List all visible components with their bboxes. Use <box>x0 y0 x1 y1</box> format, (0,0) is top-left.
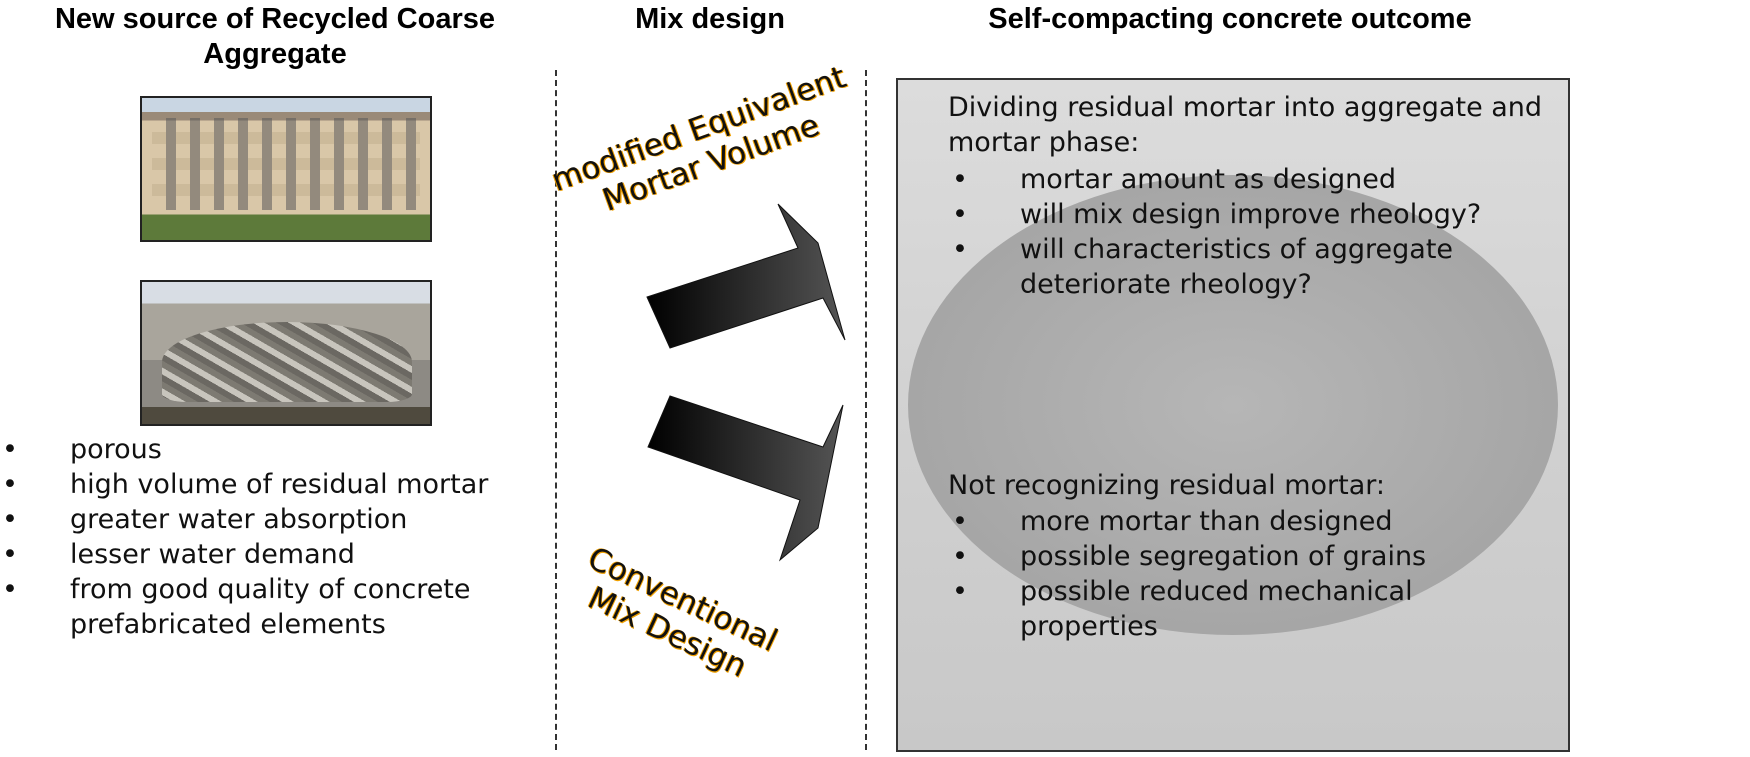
lower-heading: Not recognizing residual mortar: <box>948 470 1385 501</box>
list-item: possible reduced mechanical properties <box>950 574 1510 644</box>
left-bullet-list: porous high volume of residual mortar gr… <box>0 432 560 642</box>
apartment-building-photo <box>140 96 432 242</box>
upper-heading: Dividing residual mortar into aggregate … <box>948 92 1543 158</box>
lower-bullet-list: more mortar than designed possible segre… <box>950 504 1510 644</box>
divider-right <box>865 70 867 750</box>
list-item: lesser water demand <box>0 537 560 572</box>
list-item: possible segregation of grains <box>950 539 1510 574</box>
middle-column-title: Mix design <box>635 3 785 35</box>
left-column-title: New source of Recycled Coarse Aggregate <box>54 3 495 70</box>
list-item: more mortar than designed <box>950 504 1510 539</box>
list-item: will characteristics of aggregate deteri… <box>950 232 1560 302</box>
list-item: mortar amount as designed <box>950 162 1560 197</box>
upper-bullet-list: mortar amount as designed will mix desig… <box>950 162 1560 302</box>
list-item: will mix design improve rheology? <box>950 197 1560 232</box>
list-item: high volume of residual mortar <box>0 467 560 502</box>
list-item: from good quality of concrete prefabrica… <box>0 572 560 642</box>
list-item: greater water absorption <box>0 502 560 537</box>
divider-left <box>555 70 557 750</box>
right-column-title: Self-compacting concrete outcome <box>988 3 1472 35</box>
lower-arrow-icon <box>647 395 844 562</box>
upper-arrow-icon <box>646 203 846 349</box>
list-item: porous <box>0 432 560 467</box>
demolition-rubble-photo <box>140 280 432 426</box>
concrete-spread-photo: Dividing residual mortar into aggregate … <box>896 78 1570 752</box>
